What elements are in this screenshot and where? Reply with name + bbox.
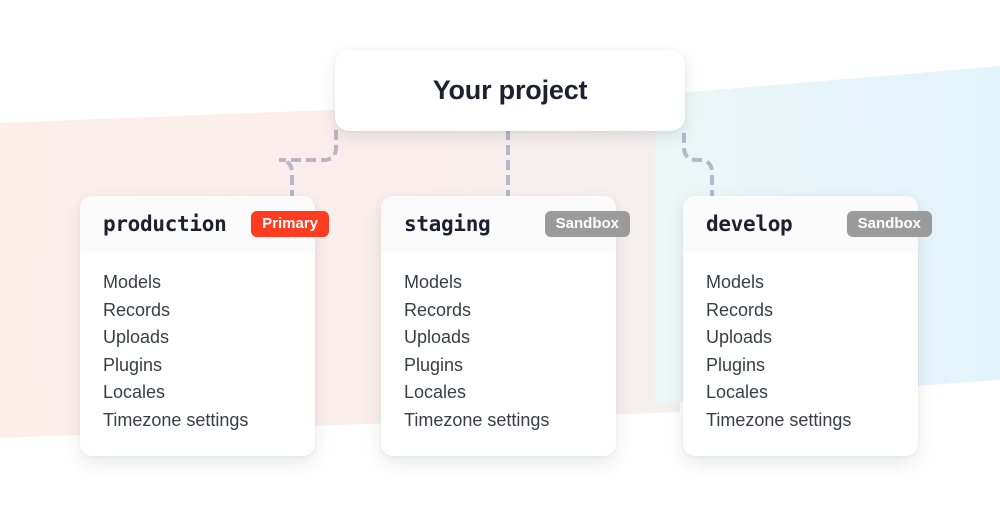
list-item: Records — [404, 299, 472, 320]
list-item: Timezone settings — [404, 409, 550, 430]
environment-header: staging Sandbox — [381, 196, 630, 252]
project-title: Your project — [432, 75, 588, 105]
list-item: Records — [103, 299, 171, 320]
environment-name: develop — [706, 212, 793, 236]
list-item: Locales — [404, 382, 467, 402]
feature-list: Models Records Uploads Plugins Locales T… — [381, 252, 616, 434]
environment-card-develop[interactable]: develop Sandbox Models Records Uploads P… — [683, 196, 932, 456]
list-item: Locales — [706, 382, 769, 402]
list-item: Timezone settings — [706, 409, 852, 430]
project-card[interactable]: Your project — [335, 50, 685, 131]
connector-production — [278, 129, 338, 200]
feature-list: Models Records Uploads Plugins Locales T… — [80, 252, 315, 434]
environment-card-staging[interactable]: staging Sandbox Models Records Uploads P… — [381, 196, 630, 456]
list-item: Timezone settings — [103, 409, 249, 430]
environment-name: production — [103, 212, 227, 236]
list-item: Plugins — [706, 354, 766, 375]
environment-header: production Primary — [80, 196, 329, 252]
list-item: Records — [706, 299, 774, 320]
feature-list: Models Records Uploads Plugins Locales T… — [683, 252, 918, 434]
list-item: Models — [706, 272, 765, 292]
environment-card-production[interactable]: production Primary Models Records Upload… — [80, 196, 329, 456]
status-badge-sandbox: Sandbox — [544, 211, 630, 237]
environment-name: staging — [404, 212, 491, 236]
connector-develop — [682, 129, 714, 200]
list-item: Plugins — [103, 354, 163, 375]
status-badge-primary: Primary — [251, 211, 329, 237]
list-item: Uploads — [404, 327, 471, 347]
list-item: Uploads — [706, 327, 773, 347]
status-badge-sandbox: Sandbox — [846, 211, 932, 237]
environment-header: develop Sandbox — [683, 196, 932, 252]
list-item: Models — [404, 272, 463, 292]
list-item: Locales — [103, 382, 166, 402]
list-item: Models — [103, 272, 162, 292]
list-item: Uploads — [103, 327, 170, 347]
list-item: Plugins — [404, 354, 464, 375]
